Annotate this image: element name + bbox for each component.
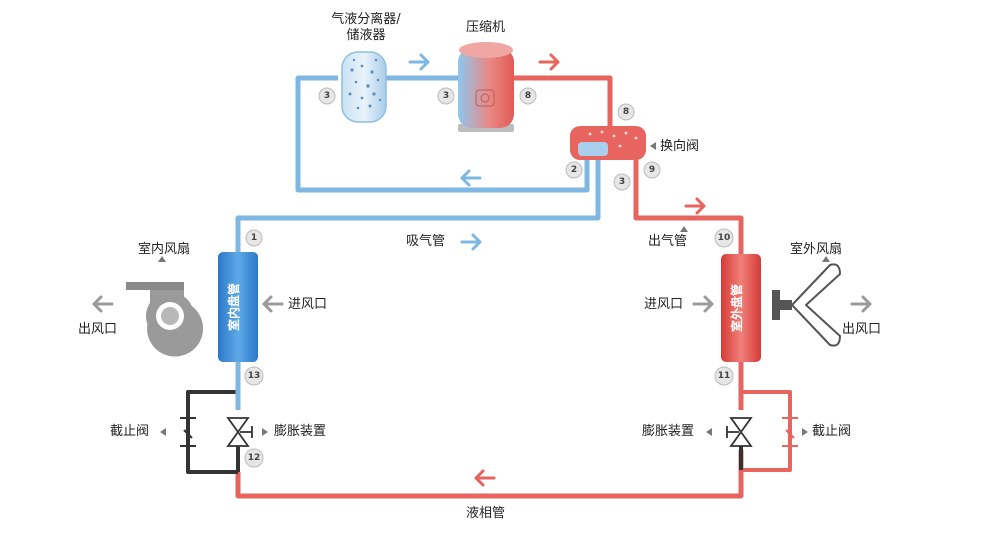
cold-pipes xyxy=(235,75,601,252)
suction-pipe xyxy=(235,160,601,252)
svg-text:8: 8 xyxy=(623,107,629,117)
svg-text:10: 10 xyxy=(718,233,731,243)
badge-3-separator: 3 xyxy=(318,87,336,105)
air-in-left-label: 进风口 xyxy=(288,297,328,312)
separator-bubbles xyxy=(348,58,382,110)
svg-text:1: 1 xyxy=(251,233,257,243)
badge-9: 9 xyxy=(643,161,661,179)
air-in-right-label: 进风口 xyxy=(644,297,684,312)
badge-3-compressor: 3 xyxy=(437,87,455,105)
badge-2: 2 xyxy=(565,161,583,179)
pointer-expansion-left xyxy=(262,428,268,436)
expansion-valve-right-icon xyxy=(726,417,753,447)
hot-pipes xyxy=(235,75,792,499)
discharge-pipe-label: 出气管 xyxy=(648,234,688,249)
shutoff-valve-left-icon xyxy=(180,417,196,447)
reversing-valve xyxy=(570,126,646,160)
arrow-right-discharge xyxy=(684,197,706,215)
pointer-shutoff-right xyxy=(802,428,808,436)
liquid-pipe xyxy=(235,450,744,499)
suction-pipe-label: 吸气管 xyxy=(406,234,446,249)
svg-text:2: 2 xyxy=(571,165,577,175)
outdoor-fan-icon xyxy=(772,263,841,347)
svg-text:13: 13 xyxy=(248,371,261,381)
pointer-discharge xyxy=(680,226,688,232)
badge-11: 11 xyxy=(714,366,734,386)
pointer-indoor-fan xyxy=(158,256,166,262)
arrow-left-liquid xyxy=(474,469,496,487)
compressor-label: 压缩机 xyxy=(466,20,506,35)
badge-3-valve: 3 xyxy=(613,173,631,191)
air-out-left-label: 出风口 xyxy=(78,322,118,337)
svg-text:11: 11 xyxy=(718,371,731,381)
badge-8-compressor: 8 xyxy=(519,87,537,105)
dark-pipes xyxy=(186,362,743,474)
expansion-right-label: 膨胀装置 xyxy=(642,424,695,439)
pointer-reversing-valve xyxy=(650,142,656,150)
arrow-right-airin xyxy=(692,295,714,313)
svg-text:3: 3 xyxy=(443,91,449,101)
arrow-left-cold xyxy=(460,169,482,187)
flow-arrows xyxy=(92,53,872,487)
compressor-to-valve xyxy=(514,75,613,128)
indoor-fan-icon xyxy=(126,282,204,357)
reversing-valve-label: 换向阀 xyxy=(660,139,700,154)
label-pointers xyxy=(158,142,830,436)
compressor xyxy=(458,42,514,132)
indoor-coil-label: 室内盘管 xyxy=(226,283,241,331)
svg-text:9: 9 xyxy=(649,165,655,175)
indoor-coil: 室内盘管 xyxy=(218,252,258,362)
pointer-expansion-right xyxy=(706,428,712,436)
badge-1: 1 xyxy=(245,229,263,247)
separator-label: 气液分离器/ 储液器 xyxy=(331,12,401,43)
left-bypass xyxy=(186,390,238,474)
expansion-valve-left-icon xyxy=(226,417,253,447)
outdoor-coil: 室外盘管 xyxy=(721,254,761,362)
shutoff-left-label: 截止阀 xyxy=(110,424,150,439)
right-bypass xyxy=(741,390,792,472)
arrow-right-cold-top xyxy=(408,53,430,71)
shutoff-valve-right-icon xyxy=(782,417,798,447)
svg-text:3: 3 xyxy=(324,91,330,101)
outdoor-fan-label: 室外风扇 xyxy=(790,242,843,257)
arrow-right-suction xyxy=(460,233,482,251)
liquid-pipe-label: 液相管 xyxy=(466,506,506,521)
svg-text:3: 3 xyxy=(619,177,625,187)
air-out-right-label: 出风口 xyxy=(842,322,882,337)
expansion-left-label: 膨胀装置 xyxy=(274,424,327,439)
svg-text:8: 8 xyxy=(525,91,531,101)
arrow-left-airin xyxy=(262,295,284,313)
badge-12: 12 xyxy=(244,448,264,468)
badge-8-valve: 8 xyxy=(617,103,635,121)
badge-13: 13 xyxy=(244,366,264,386)
arrow-right-airout xyxy=(850,295,872,313)
indoor-fan-label: 室内风扇 xyxy=(138,242,191,257)
arrow-left-airout xyxy=(92,295,114,313)
pointer-shutoff-left xyxy=(160,428,166,436)
arrow-right-hot-top xyxy=(538,53,560,71)
outdoor-coil-label: 室外盘管 xyxy=(729,284,744,332)
shutoff-right-label: 截止阀 xyxy=(812,424,852,439)
separator-accumulator xyxy=(341,51,387,123)
discharge-pipe xyxy=(633,160,744,254)
point-badges: 3 3 8 8 2 3 9 1 10 13 11 12 xyxy=(244,87,734,468)
svg-text:12: 12 xyxy=(248,453,261,463)
pointer-outdoor-fan xyxy=(822,256,830,262)
badge-10: 10 xyxy=(714,228,734,248)
suction-return-loop xyxy=(295,75,590,193)
